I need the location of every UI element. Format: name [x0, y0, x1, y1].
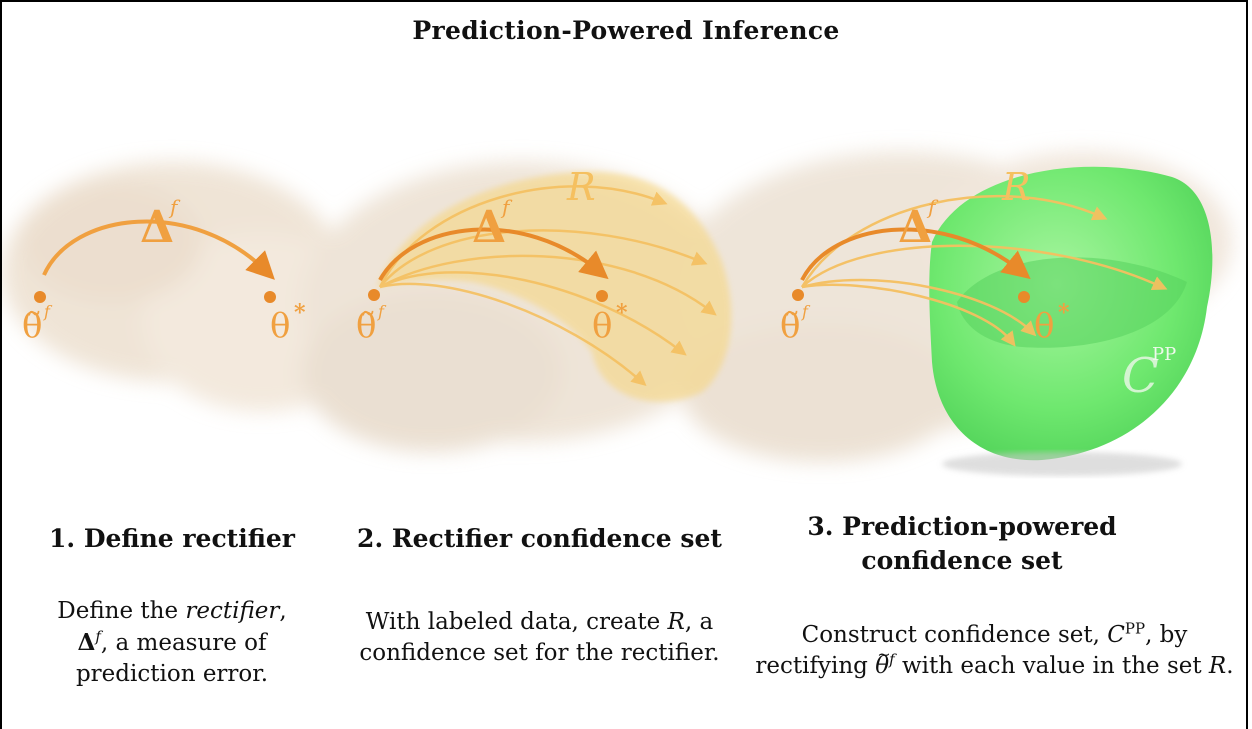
panel2-desc-set: R — [668, 609, 685, 635]
panel2-description: With labeled data, create R, a confidenc… — [352, 607, 727, 669]
panel3-desc-part4: . — [1226, 653, 1233, 679]
panel3-set-label: R — [1001, 165, 1031, 209]
panel1-desc-part2: , — [279, 598, 286, 624]
panel3-theta-star-sup: * — [1058, 300, 1070, 326]
panel2-theta-tilde-dot — [368, 289, 380, 301]
panel3-theta-tilde-dot — [792, 289, 804, 301]
panel2-theta-star-sup: * — [616, 300, 628, 326]
panel1-description: Define the rectifier, Δf, a measure of p… — [22, 596, 322, 690]
illustration: Δ f θ̃ f θ * R Δ f θ̃ f θ — [2, 92, 1250, 492]
figure-title: Prediction-Powered Inference — [2, 16, 1250, 45]
panel3-cpp-sup: PP — [1152, 344, 1176, 365]
panel2-theta-star: θ — [592, 306, 612, 346]
panel1-desc-rectifier-word: rectifier — [185, 598, 279, 624]
panel2-title: 2. Rectifier confidence set — [347, 522, 732, 556]
panel3-desc-set: R — [1209, 653, 1226, 679]
panel1-theta-tilde: θ̃ — [22, 306, 42, 346]
panel1-title: 1. Define rectifier — [22, 522, 322, 556]
panel1-desc-delta: Δ — [77, 629, 95, 656]
panel3-desc-theta: θ — [875, 651, 889, 682]
panel3-desc-part1: Construct confidence set, — [802, 622, 1108, 648]
panel2-set-label: R — [566, 165, 596, 209]
panel1-desc-part1: Define the — [57, 598, 185, 624]
panel3-desc-cpp: C — [1107, 622, 1125, 648]
panel3-theta-star: θ — [1034, 306, 1054, 346]
panel1-theta-star-dot — [264, 291, 276, 303]
panel3-bowl-shadow — [942, 452, 1182, 476]
panel1-desc-part3: , a measure of prediction error. — [76, 630, 268, 687]
panel2-theta-star-dot — [596, 290, 608, 302]
panel2-theta-tilde: θ̃ — [356, 306, 376, 346]
panel3-title: 3. Prediction-powered confidence set — [772, 510, 1152, 578]
panel3-desc-part3: with each value in the set — [895, 653, 1209, 679]
panel2-desc-part1: With labeled data, create — [366, 609, 668, 635]
panel1-theta-star: θ — [270, 306, 290, 346]
panel3-desc-cpp-sup: PP — [1125, 619, 1145, 637]
panel3-description: Construct confidence set, CPP, by rectif… — [747, 620, 1242, 682]
panel3-theta-star-dot — [1018, 291, 1030, 303]
panel3-theta-tilde: θ̃ — [780, 306, 800, 346]
panel1-theta-star-sup: * — [294, 300, 306, 326]
